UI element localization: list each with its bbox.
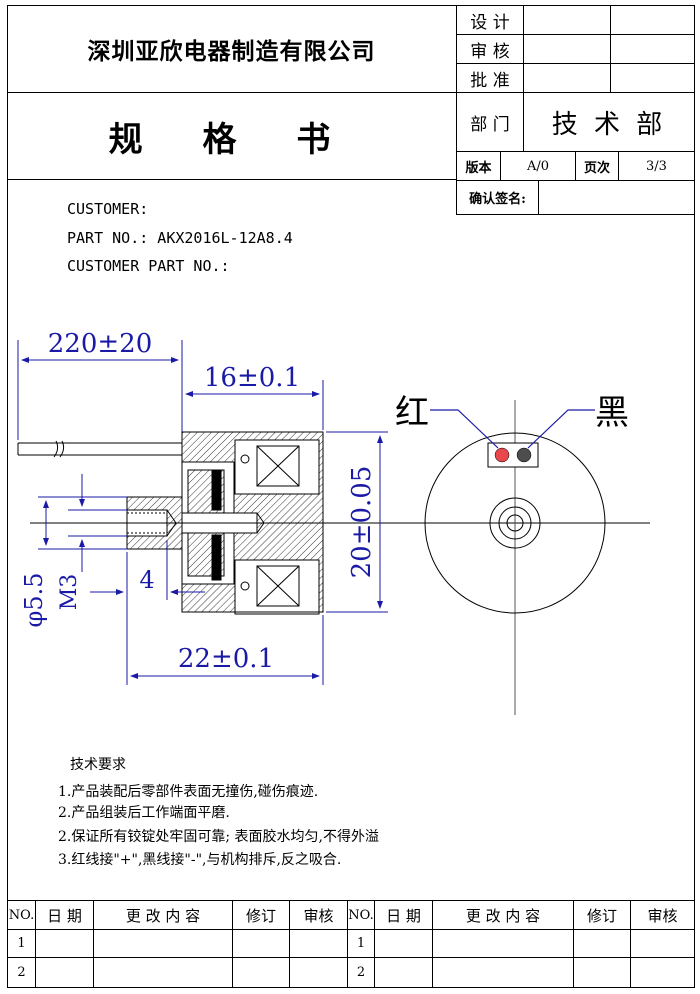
dept-label: 部 门 — [470, 114, 510, 135]
rev-header-no-1: NO. — [8, 907, 35, 923]
frame-bottom — [7, 987, 695, 988]
label-black: 黑 — [595, 393, 629, 433]
black-terminal — [516, 447, 532, 463]
note-item-1: 1.产品装配后零部件表面无撞伤,碰伤痕迹. — [58, 784, 319, 800]
dept-value: 技 术 部 — [551, 109, 667, 140]
rev-row-1-no-left: 1 — [17, 936, 26, 951]
company-name: 深圳亚欣电器制造有限公司 — [87, 38, 376, 65]
customer-part-number-line: CUSTOMER PART NO.: — [67, 257, 230, 275]
page-value: 3/3 — [646, 158, 667, 174]
page-label: 页次 — [583, 160, 610, 176]
rev-header-no-2: NO. — [348, 907, 374, 923]
note-item-2: 2.产品组装后工作端面平磨. — [58, 805, 230, 821]
rev-header-content-1: 更 改 内 容 — [125, 906, 201, 925]
dim-diameter — [326, 431, 388, 613]
rev-header-check-2: 审核 — [647, 906, 678, 925]
header-divider-v — [456, 5, 457, 215]
frame-left — [7, 5, 8, 988]
rev-header-revise-1: 修订 — [245, 906, 276, 925]
rev-header-check-1: 审核 — [303, 906, 334, 925]
approve-label: 批 准 — [470, 70, 510, 91]
design-label: 设 计 — [470, 12, 510, 33]
version-value: A/0 — [526, 158, 550, 174]
header-divider-h1 — [7, 92, 457, 93]
rev-row-2-no-right: 2 — [356, 965, 366, 980]
rev-header-revise-2: 修订 — [586, 906, 617, 925]
dim-total-length-text: 22±0.1 — [178, 644, 274, 674]
dim-coil-length-text: 16±0.1 — [204, 363, 300, 393]
rev-header-date-2: 日 期 — [386, 906, 421, 925]
document-title: 规 格 书 — [108, 119, 355, 160]
lead-wire — [17, 440, 182, 458]
end-view — [424, 400, 606, 715]
note-item-3: 2.保证所有铰锭处牢固可靠; 表面胶水均匀,不得外溢 — [58, 829, 379, 845]
frame-top — [7, 5, 695, 6]
rev-row-1-no-right: 1 — [356, 936, 366, 951]
customer-line: CUSTOMER: — [67, 200, 149, 218]
confirm-signature-label: 确认签名: — [469, 192, 526, 207]
rev-header-date-1: 日 期 — [47, 906, 82, 925]
frame-right — [694, 5, 695, 988]
header-divider-h2 — [7, 179, 457, 180]
dim-thread-text: M3 — [57, 574, 82, 611]
review-label: 审 核 — [470, 41, 510, 62]
note-item-4: 3.红线接"+",黑线接"-",与机构排斥,反之吸合. — [58, 852, 342, 868]
dim-thread-depth — [90, 540, 205, 600]
label-red: 红 — [395, 393, 429, 433]
dim-diameter-text: 20±0.05 — [347, 466, 377, 579]
notes-title: 技术要求 — [70, 757, 126, 773]
terminal-leaders — [430, 409, 595, 449]
version-label: 版本 — [465, 160, 492, 176]
red-terminal — [494, 447, 510, 463]
dim-thread-depth-text: 4 — [139, 566, 154, 594]
dim-shaft-dia-text: φ5.5 — [20, 573, 48, 628]
dim-lead-length-text: 220±20 — [48, 329, 153, 359]
rev-header-content-2: 更 改 内 容 — [465, 906, 541, 925]
part-number-line: PART NO.: AKX2016L-12A8.4 — [67, 229, 293, 247]
dim-shaft — [38, 474, 127, 572]
dim-coil-length — [181, 380, 324, 430]
rev-row-2-no-left: 2 — [17, 965, 26, 980]
